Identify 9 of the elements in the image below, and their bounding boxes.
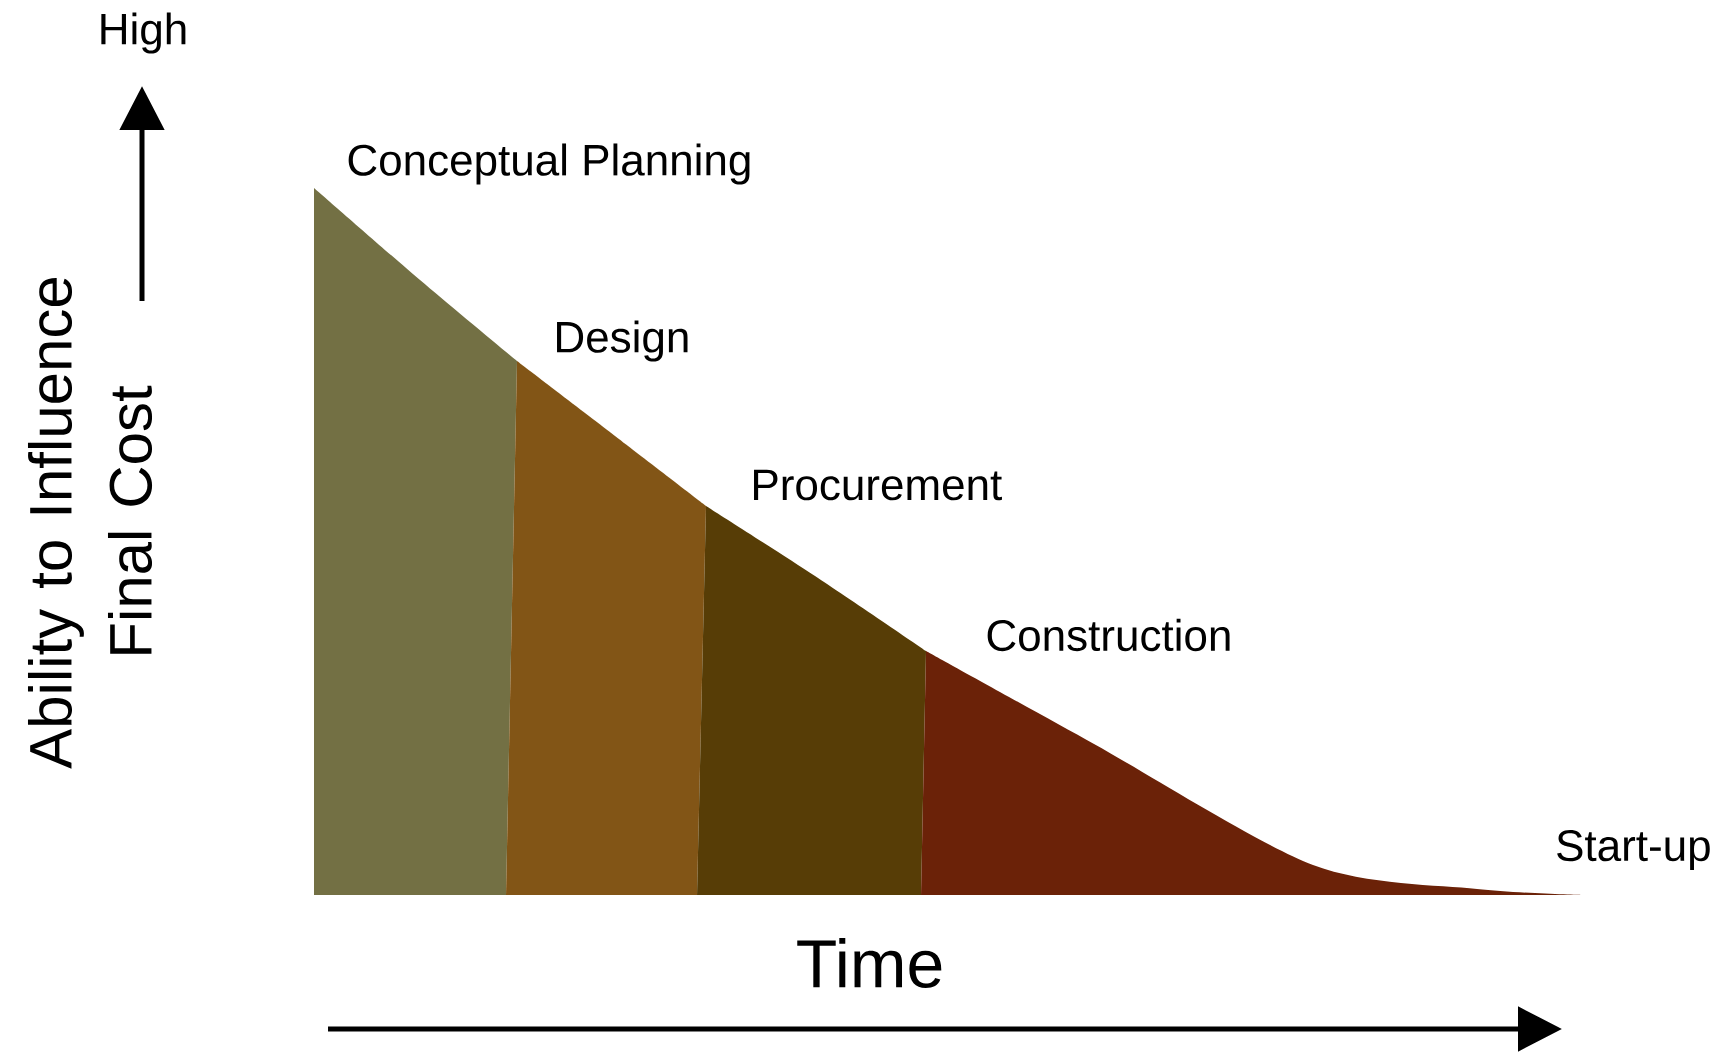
node-label: Design: [557, 320, 688, 362]
axis-title: Time: [797, 938, 942, 988]
node-label: Construction: [987, 618, 1230, 652]
node-label: Procurement: [754, 469, 1002, 501]
phase-label: Start-up: [1557, 830, 1710, 870]
node-label: Conceptual Planning: [348, 143, 750, 185]
axis-label: High: [101, 12, 186, 54]
phase-band: Design: [506, 320, 706, 895]
axis-title: Ability to Influence Final Cost: [28, 277, 153, 769]
